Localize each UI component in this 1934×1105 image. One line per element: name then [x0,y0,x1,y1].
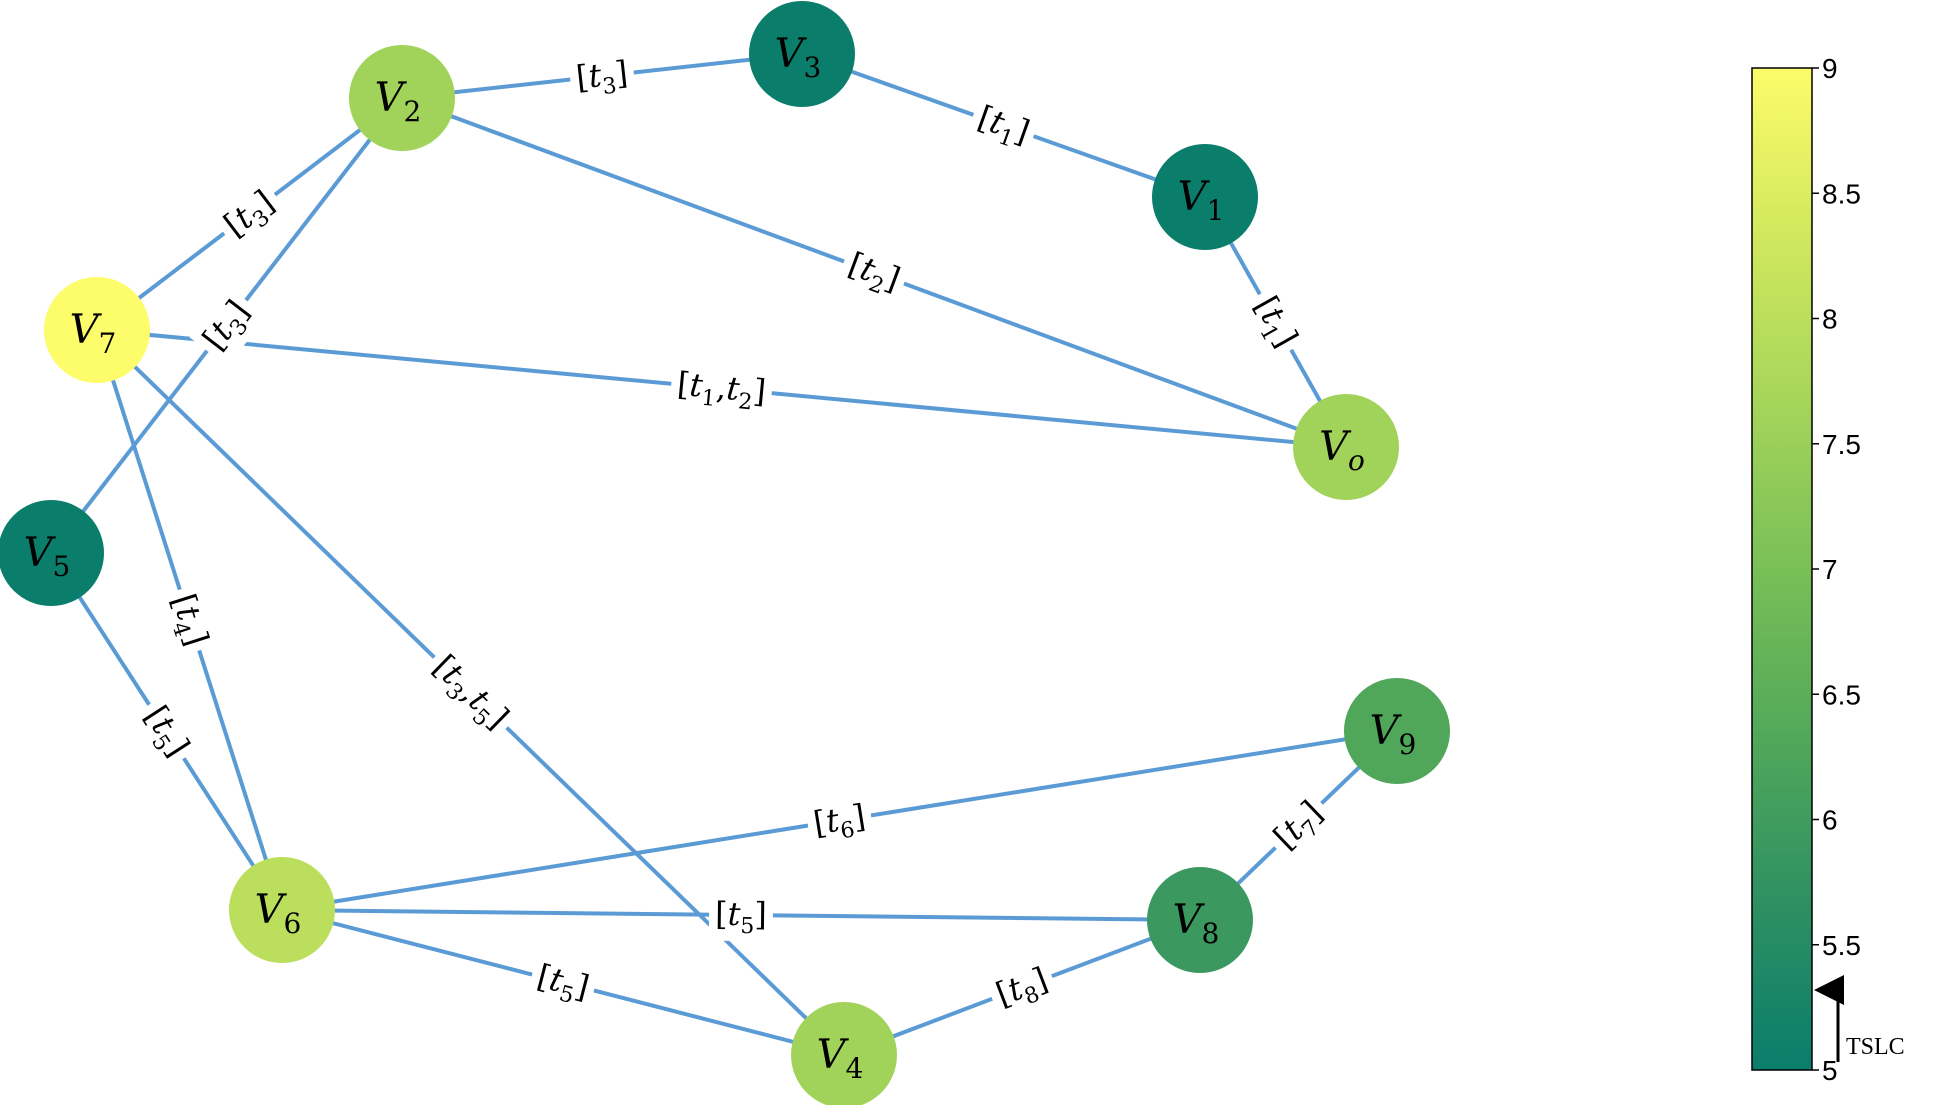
node-label: V7 [70,307,117,360]
edge-label-background [210,177,291,255]
node-label: V3 [775,31,822,84]
node-label: V9 [1370,708,1417,761]
node-circle [1344,678,1450,784]
edge-label: [t1​] [964,94,1041,161]
edge-label-background [567,50,637,106]
edge-label-text: [t6​] [811,797,869,849]
edge-label: [t5​] [127,692,203,773]
node-circle [1147,867,1253,973]
edge-labels-layer: [t3​] [t1​] [t1​] [t2​] [t3​] [t3​] [t1​,t2​] [… [127,50,1340,1024]
node-circle [1293,394,1399,500]
node-v0: Vo [1293,394,1399,500]
edge-label-background [668,361,774,420]
edge-label-background [525,953,600,1016]
edge-label-background [1260,787,1340,867]
edge-label: [t8​] [984,955,1062,1024]
colorbar-tick-label: 5 [1822,1055,1838,1086]
node-label: V2 [375,75,422,128]
node-label: V1 [1178,174,1225,227]
node-circle [749,1,855,107]
colorbar-gradient [1751,67,1813,1071]
node-label: Vo [1319,424,1365,477]
edge-label: [t7​] [1260,787,1340,867]
node-label: V5 [24,530,71,583]
node-label: V4 [817,1032,864,1085]
node-v5: V5 [0,500,104,606]
edge-label-background [1237,283,1311,363]
edge-label-background [155,582,221,659]
edge-label-background [127,692,203,773]
edge-label: [t3​] [189,286,267,367]
colorbar-tick-label: 6.5 [1822,679,1861,710]
edge-label-text: [t1​,t2​] [675,364,768,416]
colorbar-tick-label: 8.5 [1822,178,1861,209]
edge-label-background [835,240,912,308]
colorbar-tick-label: 7 [1822,554,1838,585]
colorbar-tick-label: 5.5 [1822,930,1861,961]
edge-label-background [189,286,267,367]
node-circle [0,500,104,606]
edge-label: [t1​] [1237,283,1311,363]
node-v7: V7 [44,277,150,383]
colorbar-axis-name: TSLC [1846,1034,1905,1060]
node-label: V6 [255,887,302,940]
edge-label: [t5​] [525,953,600,1016]
node-circle [44,277,150,383]
edge-label-background [964,94,1041,161]
edge-label-text: [t8​] [991,960,1055,1020]
edge-label-text: [t5​] [532,957,593,1013]
node-circle [349,45,455,151]
edge-label-text: [t3​] [574,53,630,102]
colorbar: 5 5.5 6 6.5 7 7.5 8 8.5 9 TSLC [1751,53,1905,1086]
edge-label: [t1​,t2​] [668,361,774,420]
edge-label: [t6​] [804,793,876,852]
edge-label: [t2​] [835,240,912,308]
colorbar-ticks: 5 5.5 6 6.5 7 7.5 8 8.5 9 [1812,53,1861,1086]
edge-label: [t4​] [155,582,221,659]
edge-label-background [984,955,1062,1024]
node-v2: V2 [349,45,455,151]
colorbar-tick-label: 7.5 [1822,429,1861,460]
node-v8: V8 [1147,867,1253,973]
node-label: V8 [1173,897,1220,950]
edge-label-text: [t5​] [715,895,767,940]
colorbar-tick-label: 8 [1822,304,1838,335]
node-circle [1152,144,1258,250]
node-v1: V1 [1152,144,1258,250]
edge-label-background [804,793,876,852]
edge-label: [t3​] [567,50,637,106]
colorbar-tick-label: 9 [1822,53,1838,84]
node-circle [229,857,335,963]
edge-label-background [416,641,523,747]
edge-label: [t5​] [708,892,774,942]
node-v9: V9 [1344,678,1450,784]
node-v3: V3 [749,1,855,107]
edge-label-background [708,892,774,942]
edge-label: [t3​] [210,177,291,255]
node-v4: V4 [791,1002,897,1105]
node-v6: V6 [229,857,335,963]
colorbar-tick-label: 6 [1822,805,1838,836]
node-circle [791,1002,897,1105]
